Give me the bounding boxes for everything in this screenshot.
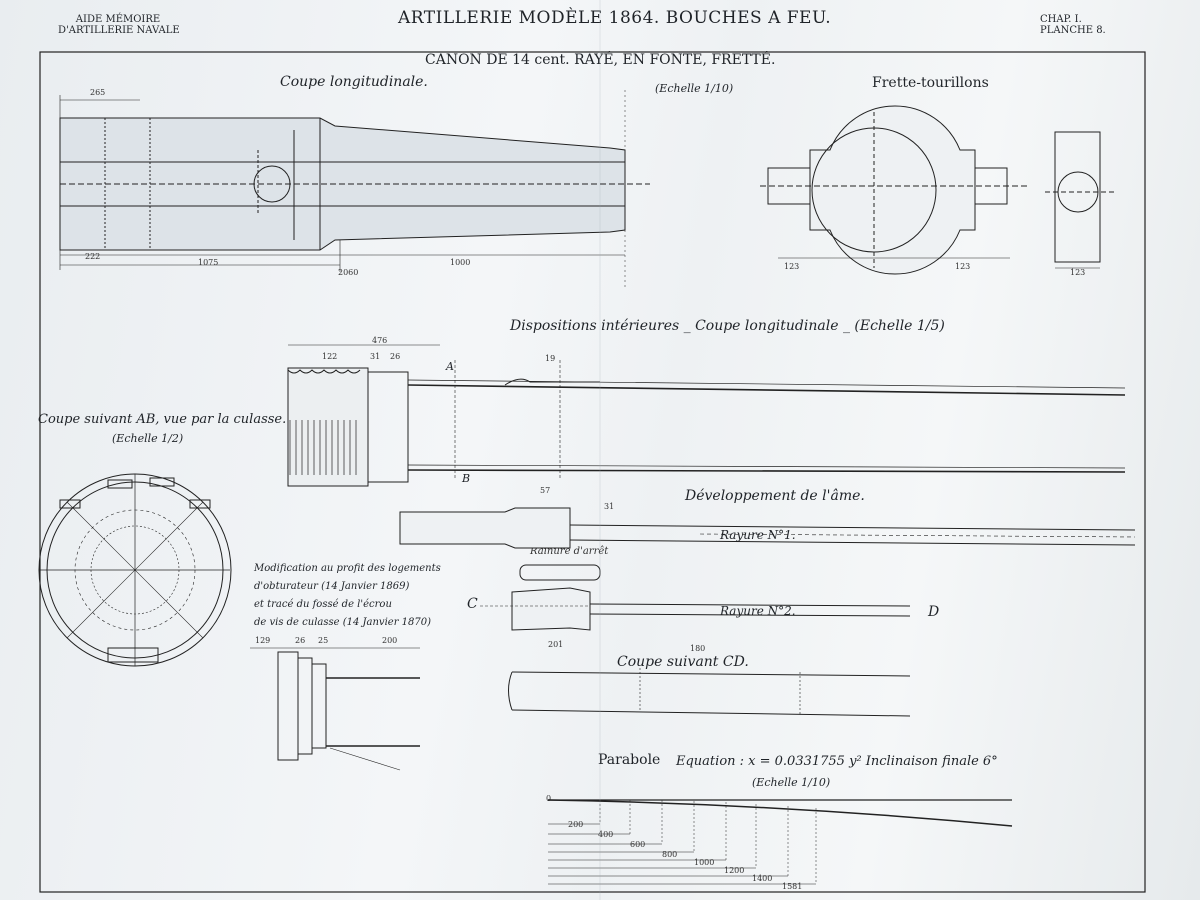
dim-123-c: 123 — [1070, 268, 1086, 277]
int-dim-476: 476 — [372, 336, 388, 345]
parabola-drawing — [547, 799, 1013, 885]
modification-line-2: d'obturateur (14 Janvier 1869) — [254, 581, 410, 592]
frette-tourillons-drawing — [760, 105, 1115, 275]
header-left-line2: D'ARTILLERIE NAVALE — [58, 25, 180, 36]
parabola-x-1400: 1400 — [752, 874, 773, 883]
int-dim-31: 31 — [370, 352, 381, 361]
interior-title: Dispositions intérieures _ Coupe longitu… — [510, 318, 945, 334]
modification-note: Modification au profit des logements d'o… — [254, 560, 441, 632]
parabola-x-400: 400 — [598, 830, 614, 839]
rayure-1-label: Rayure N°1. — [720, 528, 796, 542]
parabola-scale: (Echelle 1/10) — [752, 776, 831, 789]
rainure-label: Rainure d'arrêt — [530, 546, 609, 557]
header-right-line1: CHAP. I. — [1040, 14, 1082, 25]
parabola-curve — [547, 799, 1013, 827]
parabola-title: Parabole — [598, 752, 661, 768]
parabola-x-200: 200 — [568, 820, 584, 829]
parabola-origin: 0 — [546, 794, 552, 803]
int-dim-19: 19 — [545, 354, 556, 363]
sheet-title: ARTILLERIE MODÈLE 1864. BOUCHES A FEU. — [398, 8, 832, 28]
modification-line-4: de vis de culasse (14 Janvier 1870) — [254, 617, 432, 628]
modification-line-1: Modification au profit des logements — [254, 563, 441, 574]
coupe-ab-label: Coupe suivant AB, vue par la culasse. — [38, 412, 287, 427]
parabola-x-600: 600 — [630, 840, 646, 849]
modification-line-3: et tracé du fossé de l'écrou — [254, 599, 392, 610]
letter-c: C — [467, 596, 478, 612]
int-dim-57: 57 — [540, 486, 551, 495]
coupe-ab-scale: (Echelle 1/2) — [112, 432, 184, 445]
frette-outline — [809, 105, 976, 275]
modification-drawing — [250, 647, 420, 771]
parabola-x-1200: 1200 — [724, 866, 745, 875]
mod-dim-26: 26 — [295, 636, 306, 645]
drawing-frame — [39, 51, 1146, 893]
int-dim-201: 201 — [548, 640, 564, 649]
frette-tourillons-label: Frette-tourillons — [872, 75, 989, 91]
int-dim-180: 180 — [690, 644, 706, 653]
letter-b: B — [462, 472, 471, 485]
header-right-line2: PLANCHE 8. — [1040, 25, 1106, 36]
header-left: AIDE MÉMOIRE D'ARTILLERIE NAVALE — [58, 14, 180, 36]
coupe-ab-drawing — [38, 473, 232, 667]
dim-2060: 2060 — [338, 268, 359, 277]
frette-side-view — [1054, 131, 1101, 263]
coupe-longitudinale-label: Coupe longitudinale. — [280, 74, 428, 90]
coupe-cd-label: Coupe suivant CD. — [617, 654, 749, 670]
mod-dim-25: 25 — [318, 636, 329, 645]
mod-dim-200: 200 — [382, 636, 398, 645]
parabola-x-1000: 1000 — [694, 858, 715, 867]
letter-a: A — [446, 360, 454, 373]
interior-section — [287, 344, 1126, 487]
dim-265: 265 — [90, 88, 106, 97]
header-left-line1: AIDE MÉMOIRE — [75, 14, 161, 25]
letter-d: D — [928, 604, 940, 620]
dim-123-a: 123 — [784, 262, 800, 271]
developpement-label: Développement de l'âme. — [685, 488, 865, 504]
int-dim-26: 26 — [390, 352, 401, 361]
header-right: CHAP. I. PLANCHE 8. — [1040, 14, 1120, 36]
top-scale-label: (Echelle 1/10) — [655, 82, 734, 95]
gun-longitudinal-section — [59, 90, 650, 290]
int-dim-31b: 31 — [604, 502, 615, 511]
dim-123-b: 123 — [955, 262, 971, 271]
developpement-ame — [399, 507, 1136, 717]
mod-dim-129: 129 — [255, 636, 271, 645]
gun-title: CANON DE 14 cent. RAYÉ, EN FONTE, FRETTÉ… — [425, 52, 776, 68]
trunnion-circle — [253, 165, 291, 203]
dim-222: 222 — [85, 252, 101, 261]
parabola-equation: Equation : x = 0.0331755 y² Inclinaison … — [676, 754, 998, 769]
parabola-x-1581: 1581 — [782, 882, 803, 891]
int-dim-122: 122 — [322, 352, 338, 361]
dim-1000: 1000 — [450, 258, 471, 267]
parabola-x-800: 800 — [662, 850, 678, 859]
dim-1075: 1075 — [198, 258, 219, 267]
